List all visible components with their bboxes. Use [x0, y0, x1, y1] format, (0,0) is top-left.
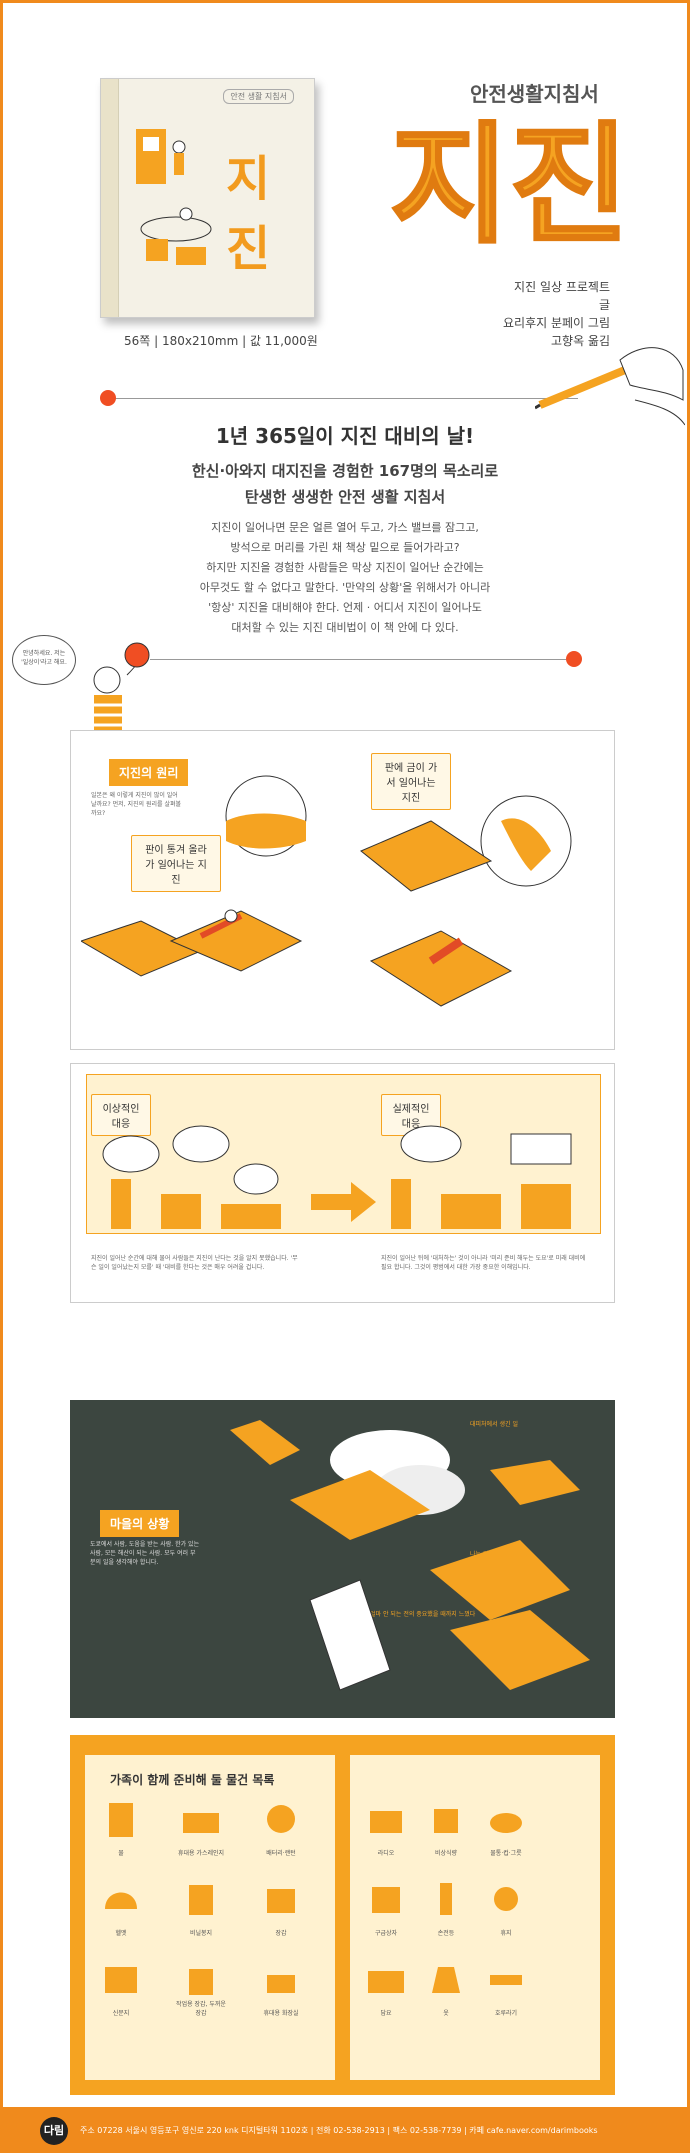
supply-item: 호루라기 [480, 1955, 532, 2017]
credit-translator: 고향옥 옮김 [550, 334, 610, 348]
description-line: 아무것도 할 수 없다고 말한다. '만약의 상황'을 위해서가 아니라 [199, 581, 491, 594]
book-cover: 안전 생활 지침서 지진 [100, 78, 315, 318]
panel3-tag: 마을의 상황 [100, 1510, 180, 1537]
panel1-intro: 일본은 왜 이렇게 지진이 많이 일어날까요? 먼저, 지진의 원리를 살펴볼까… [91, 792, 182, 817]
panel2-illustration [102, 1125, 572, 1229]
book-info: 56쪽 | 180x210mm | 값 11,000원 [124, 334, 318, 348]
supply-item: 물 [95, 1795, 147, 1857]
supply-item: 비상식량 [420, 1795, 472, 1857]
description-line: 지진이 일어나면 문은 얼른 열어 두고, 가스 밸브를 잠그고, [211, 521, 479, 534]
panel3-illustration [230, 1420, 590, 1691]
big-title: 지진 [390, 108, 630, 256]
panel1-illustration-right [360, 795, 572, 1007]
supply-item: 휴지 [480, 1875, 532, 1937]
panel4-page-right [350, 1755, 600, 2080]
panel-supply-list: 가족이 함께 준비해 둘 물건 목록 물 휴대용 가스레인지 배터리·랜턴 헬멧… [70, 1735, 615, 2095]
panel1-tag: 지진의 원리 [109, 759, 189, 786]
panel2-caption-left: 지진이 일어난 순간에 대해 물어 사람들은 지진이 난다는 것을 알지 못했습… [91, 1255, 298, 1271]
divider-line [108, 398, 578, 399]
supply-item: 비닐봉지 [175, 1875, 227, 1937]
panel3-desc: 도쿄에서 사람, 도움을 받는 사람. 한가 있는 사람, 모든 해산이 되는 … [90, 1541, 200, 1566]
credit-author: 지진 일상 프로젝트 글 [514, 280, 610, 312]
supply-item: 옷 [420, 1955, 472, 2017]
panel1-box-left: 판이 통겨 올라가 일어나는 지진 [131, 835, 221, 892]
supply-item: 작업용 장갑, 두꺼운 장갑 [175, 1955, 227, 2017]
headline: 1년 365일이 지진 대비의 날! [215, 424, 475, 448]
panel2-box-right: 실제적인 대응 [381, 1094, 441, 1136]
divider-line-2 [150, 659, 566, 660]
credit-illustrator: 요리후지 분페이 그림 [503, 316, 610, 330]
footer: 다림 주소 07228 서울시 영등포구 영신로 220 knk 디지털타워 1… [0, 2107, 690, 2153]
supply-item: 담요 [360, 1955, 412, 2017]
series-title: 안전생활지침서 [470, 82, 599, 106]
supply-item: 라디오 [360, 1795, 412, 1857]
subheading-1: 한신·아와지 대지진을 경험한 167명의 목소리로 [191, 462, 499, 480]
big-title-text: 지진 [390, 109, 629, 255]
description-line: '항상' 지진을 대비해야 한다. 언제 · 어디서 지진이 일어나도 [208, 601, 482, 614]
credits: 지진 일상 프로젝트 글 요리후지 분페이 그림 고향옥 옮김 [500, 278, 610, 350]
publisher-logo: 다림 [40, 2117, 68, 2145]
book-illustration [136, 129, 212, 265]
subheading-2: 탄생한 생생한 안전 생활 지침서 [244, 488, 446, 506]
panel1-illustration-left [81, 909, 303, 977]
description-line: 대처할 수 있는 지진 대비법이 이 책 안에 다 있다. [231, 621, 459, 634]
supply-item: 배터리·랜턴 [255, 1795, 307, 1857]
supply-item: 헬멧 [95, 1875, 147, 1937]
panel1-box-right: 판에 금이 가서 일어나는 지진 [371, 753, 451, 810]
panel-response: 이상적인 대응 실제적인 대응 지진이 일어난 순간에 대해 물어 사람들은 지… [70, 1063, 615, 1303]
panel3-note-3: 얼마 안 되는 전의 중요했을 때까지 느꼈다 [370, 1611, 476, 1618]
supply-item: 손전등 [420, 1875, 472, 1937]
book-mini-label: 안전 생활 지침서 [223, 89, 294, 104]
description-line: 하지만 지진을 경험한 사람들은 막상 지진이 일어난 순간에는 [206, 561, 484, 574]
footer-address: 주소 07228 서울시 영등포구 영신로 220 knk 디지털타워 1102… [80, 2126, 598, 2135]
supply-item: 신문지 [95, 1955, 147, 2017]
kid-speech-bubble: 안녕하세요. 저는 '일상이'라고 해요. [12, 635, 76, 685]
panel2-caption-right: 지진이 일어난 뒤에 '대처하는' 것이 아니라 '미리 준비 해두는 도요'로… [381, 1255, 586, 1271]
description: 지진이 일어나면 문은 얼른 열어 두고, 가스 밸브를 잠그고, 방석으로 머… [150, 518, 540, 638]
book-title: 지진 [226, 151, 271, 277]
panel2-box-left: 이상적인 대응 [91, 1094, 151, 1136]
supply-item: 장갑 [255, 1875, 307, 1937]
panel3-note-1: 대피처에서 생긴 일 [470, 1421, 518, 1428]
supply-item: 구급상자 [360, 1875, 412, 1937]
panel-earthquake-principle: 지진의 원리 일본은 왜 이렇게 지진이 많이 일어날까요? 먼저, 지진의 원… [70, 730, 615, 1050]
supply-item: 물통·컵·그릇 [480, 1795, 532, 1857]
description-line: 방석으로 머리를 가린 채 책상 밑으로 들어가라고? [230, 541, 460, 554]
panel1-globe-cross-section [225, 775, 307, 857]
supply-item: 휴대용 화장실 [255, 1955, 307, 2017]
supply-item: 휴대용 가스레인지 [175, 1795, 227, 1857]
panel-town-situation: 마을의 상황 도쿄에서 사람, 도움을 받는 사람. 한가 있는 사람, 모든 … [70, 1400, 615, 1718]
panel4-title: 가족이 함께 준비해 둘 물건 목록 [110, 1773, 275, 1787]
hand-pen-illustration [535, 347, 685, 426]
book-spine [101, 79, 119, 317]
divider-dot-2 [566, 651, 582, 667]
divider-dot [100, 390, 116, 406]
